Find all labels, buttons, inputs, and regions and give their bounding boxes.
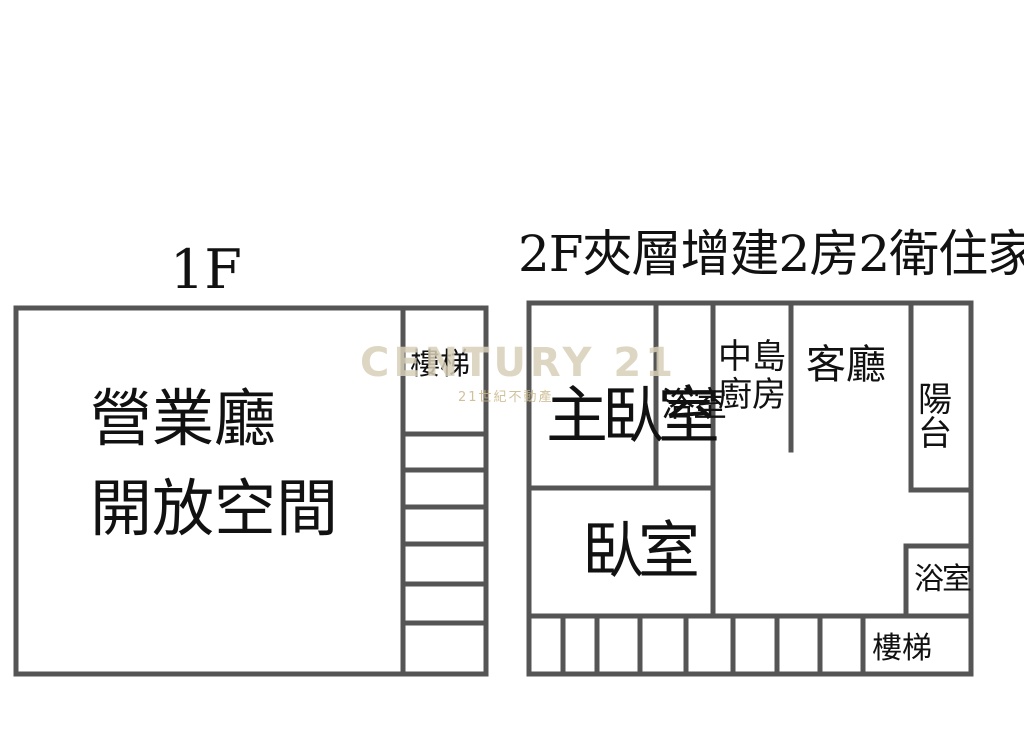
floor1-stairs-label: 樓梯 [410, 347, 470, 382]
floor2-stairs-label: 樓梯 [872, 631, 932, 666]
balcony-label: 陽 台 [918, 383, 952, 451]
kitchen-label-line1: 中島 [718, 337, 786, 377]
watermark-subtitle: 21世紀不動產 [458, 390, 554, 405]
balcony-label-char1: 陽 [918, 380, 952, 420]
watermark-brand: CENTURY 21 [360, 340, 678, 386]
floor2-title: 2F夾層增建2房2衛住家 [518, 225, 1024, 283]
bathroom-2-label: 浴室 [914, 562, 972, 597]
balcony-label-char2: 台 [918, 414, 952, 454]
kitchen-label: 中島 廚房 [718, 338, 786, 414]
kitchen-label-line2: 廚房 [718, 375, 786, 416]
floor2-stair-treads [560, 613, 866, 677]
bathroom-1-label: 浴室 [661, 385, 727, 425]
master-bedroom-label: 主臥室 [546, 379, 720, 452]
floor1-open-space-label: 開放空間 [90, 472, 339, 545]
bedroom-label: 臥室 [582, 514, 700, 587]
floor1-title: 1F [170, 238, 242, 301]
living-room-label: 客廳 [806, 342, 886, 388]
floor1-hall-label: 營業廳 [90, 382, 277, 455]
floor1-outer-wall [13, 305, 489, 677]
century21-watermark: CENTURY 21 21世紀不動產 [360, 340, 678, 405]
floor1-stair-treads [400, 431, 489, 626]
